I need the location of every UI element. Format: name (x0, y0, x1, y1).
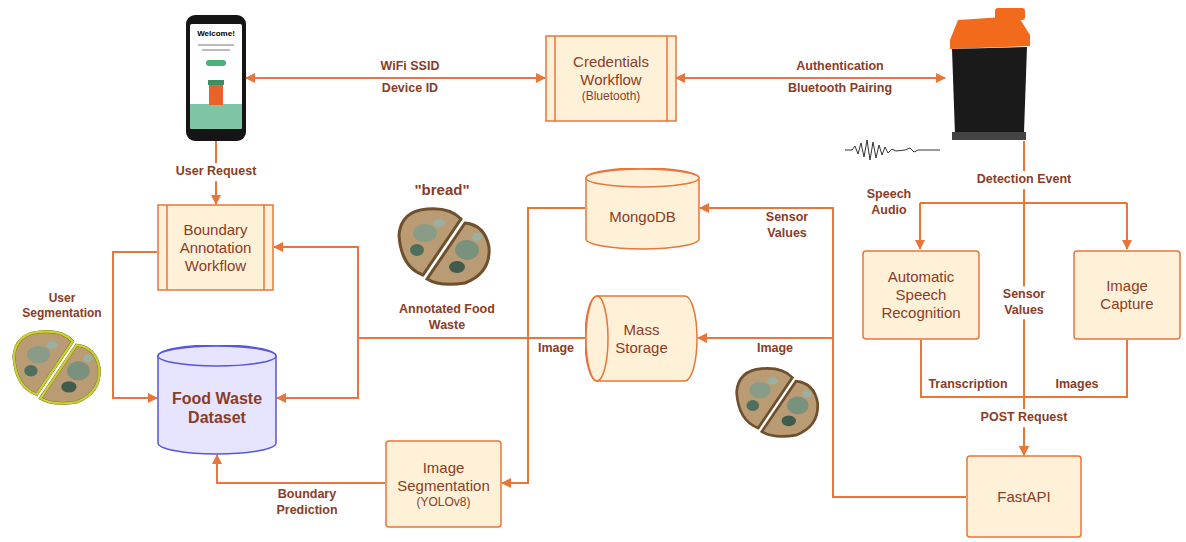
edge-label: WiFi SSID (381, 59, 440, 75)
connector (1024, 340, 1127, 455)
process-box: Automatic Speech Recognition (862, 250, 980, 340)
node-text: FastAPI (997, 488, 1050, 506)
connector (113, 252, 157, 398)
audio-waveform (845, 140, 940, 160)
node-text: MongoDB (609, 208, 676, 226)
annotation-label: Sensor Values (991, 286, 1057, 319)
edge-label: Image (757, 341, 793, 357)
connector (502, 338, 585, 483)
process-box: Image Segmentation(YOLOv8) (385, 440, 502, 528)
node-text: (YOLOv8) (416, 495, 470, 509)
connector (274, 208, 585, 338)
connector (698, 338, 966, 497)
subprocess-box: Credentials Workflow(Bluetooth) (545, 35, 677, 122)
connector (921, 340, 1024, 455)
process-box: Image Capture (1073, 250, 1181, 340)
annotation-label: Device ID (382, 81, 438, 97)
bin-wires (676, 78, 1127, 455)
dataset-cylinder: Food Waste Dataset (157, 345, 277, 455)
node-text: Image Segmentation (391, 459, 496, 495)
node-text: Automatic Speech Recognition (868, 268, 974, 322)
edge-label: Image (538, 341, 574, 357)
edge-label: Annotated Food Waste (392, 302, 502, 333)
annotation-label: Authentication (796, 59, 884, 75)
phone-app: Welcome! (186, 15, 246, 141)
connector (217, 455, 385, 483)
annotation-label: Detection Event (974, 171, 1074, 189)
node-text: Welcome! (197, 29, 235, 39)
database-cylinder: MongoDB (585, 168, 700, 250)
edge-label: Boundary Prediction (262, 487, 352, 518)
bread-image (737, 368, 818, 436)
segmented-bread-image (14, 332, 100, 404)
edge-label: Images (1055, 377, 1098, 393)
annotation-label: "bread" (414, 181, 469, 200)
bread-image (399, 209, 489, 285)
annotation-label: Speech Audio (863, 187, 915, 218)
annotation-label: Bluetooth Pairing (788, 81, 892, 97)
node-text: Mass Storage (611, 321, 673, 357)
connector (246, 77, 545, 79)
node-text: (Bluetooth) (582, 89, 641, 103)
node-text: Image Capture (1091, 277, 1163, 313)
storage-cylinder: Mass Storage (585, 295, 698, 382)
edge-label: User Request (173, 163, 260, 181)
edge-label: Sensor Values (752, 210, 822, 241)
node-text: Food Waste Dataset (163, 389, 271, 427)
compost-bin (950, 8, 1030, 140)
edge-label: Transcription (928, 377, 1007, 393)
connector (277, 208, 585, 398)
edge-label: User Segmentation (19, 291, 105, 321)
node-text: Boundary Annotation Workflow (171, 221, 260, 275)
process-box: FastAPI (966, 455, 1082, 538)
phone-screen (190, 24, 242, 129)
annotation-label: POST Request (978, 409, 1071, 427)
node-text: Credentials Workflow (559, 53, 663, 89)
subprocess-box: Boundary Annotation Workflow (157, 204, 274, 291)
